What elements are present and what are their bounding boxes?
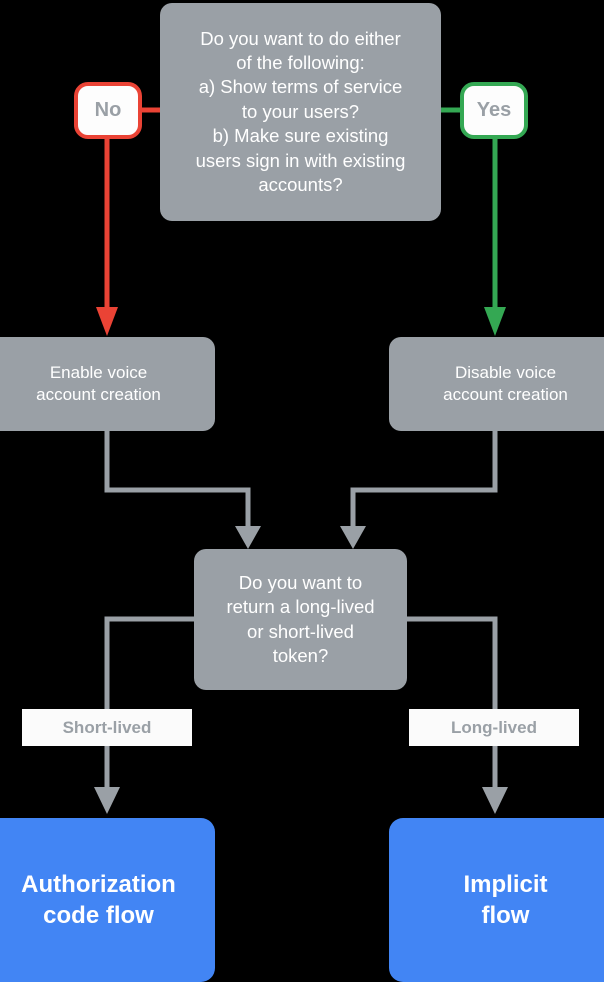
edge-label-short-lived[interactable]: Short-lived [22,709,192,746]
process-box-enable-voice-account-creation[interactable]: Enable voice account creation [0,337,215,431]
edge-disable-to-token [340,431,498,549]
branch-label-no[interactable]: No [74,82,142,139]
edge-enable-to-token [104,431,261,549]
outcome-box-implicit-flow[interactable]: Implicit flow [389,818,604,982]
edge-label-long-lived[interactable]: Long-lived [409,709,579,746]
branch-label-yes[interactable]: Yes [460,82,528,139]
decision-box-terms-of-service[interactable]: Do you want to do either of the followin… [160,3,441,221]
edge-yes-branch [441,107,506,336]
outcome-box-authorization-code-flow[interactable]: Authorization code flow [0,818,215,982]
edge-no-branch [96,107,160,336]
process-box-disable-voice-account-creation[interactable]: Disable voice account creation [389,337,604,431]
decision-box-token-lifetime[interactable]: Do you want to return a long-lived or sh… [194,549,407,690]
